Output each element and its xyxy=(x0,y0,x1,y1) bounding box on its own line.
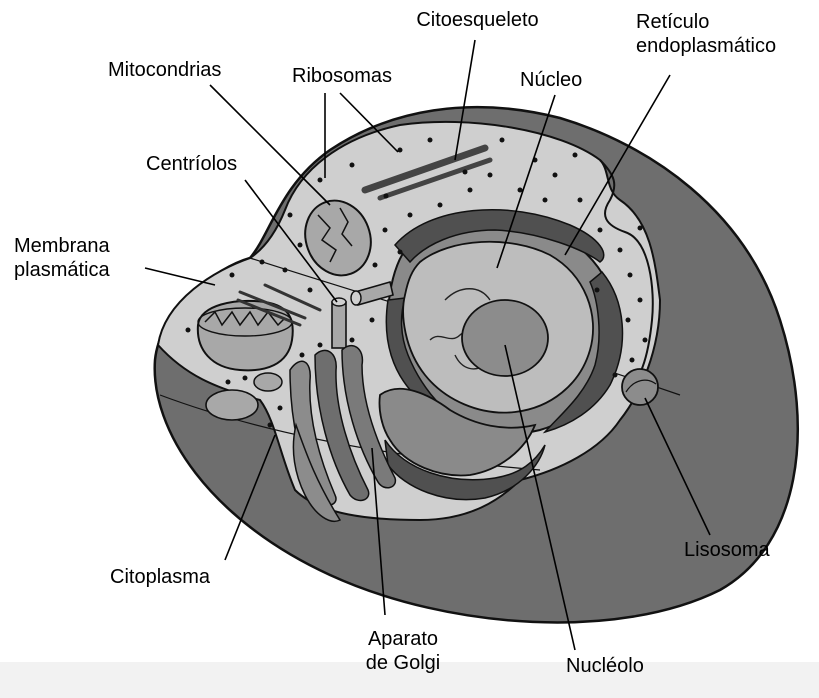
label-citoplasma-text: Citoplasma xyxy=(110,565,210,589)
label-centriolos-text: Centríolos xyxy=(146,152,237,176)
nucleolus xyxy=(462,300,548,376)
leader-membrana xyxy=(145,268,215,285)
leader-mitocondrias xyxy=(210,85,330,205)
label-nucleo: Núcleo xyxy=(520,68,582,92)
label-lisosoma-text: Lisosoma xyxy=(684,538,770,562)
label-mitocondrias: Mitocondrias xyxy=(108,58,221,82)
vesicle-1 xyxy=(206,390,258,420)
label-aparato-line2: de Golgi xyxy=(348,651,458,675)
label-citoesqueleto: Citoesqueleto xyxy=(410,8,545,32)
label-aparato-golgi: Aparato de Golgi xyxy=(348,627,458,675)
label-nucleolo-text: Nucléolo xyxy=(566,654,644,678)
centriole-horizontal-end xyxy=(351,291,361,305)
centriole-vertical xyxy=(332,302,346,348)
label-reticulo-line2: endoplasmático xyxy=(636,34,776,58)
label-reticulo-line1: Retículo xyxy=(636,10,776,34)
label-lisosoma: Lisosoma xyxy=(684,538,770,562)
label-citoesqueleto-text: Citoesqueleto xyxy=(410,8,545,32)
label-membrana-line2: plasmática xyxy=(14,258,110,282)
label-mitocondrias-text: Mitocondrias xyxy=(108,58,221,82)
label-membrana-line1: Membrana xyxy=(14,234,110,258)
label-membrana-plasmatica: Membrana plasmática xyxy=(14,234,110,282)
vesicle-2 xyxy=(254,373,282,391)
label-centriolos: Centríolos xyxy=(146,152,237,176)
label-ribosomas-text: Ribosomas xyxy=(292,64,392,88)
label-nucleo-text: Núcleo xyxy=(520,68,582,92)
label-aparato-line1: Aparato xyxy=(348,627,458,651)
label-nucleolo: Nucléolo xyxy=(566,654,644,678)
label-ribosomas: Ribosomas xyxy=(292,64,392,88)
lysosome xyxy=(622,369,658,405)
label-citoplasma: Citoplasma xyxy=(110,565,210,589)
label-reticulo-endoplasmatico: Retículo endoplasmático xyxy=(636,10,776,58)
